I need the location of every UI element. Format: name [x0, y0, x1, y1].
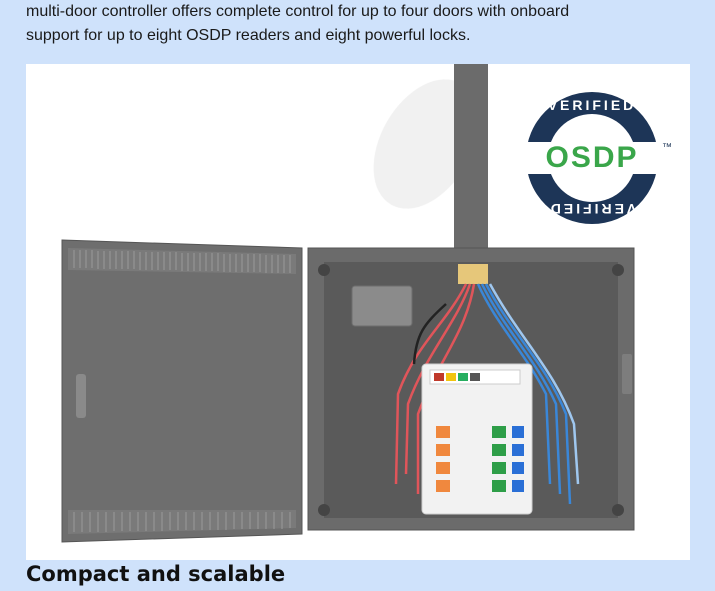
reader-terminals — [492, 426, 524, 492]
intro-line-1: multi-door controller offers complete co… — [26, 3, 570, 20]
intro-line-2: support for up to eight OSDP readers and… — [26, 27, 471, 44]
tamper-switch — [351, 285, 413, 327]
badge-top-text: VERIFIED — [548, 97, 637, 113]
mount-hole — [612, 504, 624, 516]
product-image: VERIFIED OSDP ™ VERIFIED — [26, 64, 690, 560]
badge-tm: ™ — [662, 142, 672, 153]
enclosure-door — [61, 239, 303, 543]
door-latch — [76, 374, 86, 418]
wiring — [394, 283, 580, 505]
controller-board — [421, 363, 533, 515]
enclosure-hinge — [622, 354, 632, 394]
badge-bottom-text: VERIFIED — [548, 201, 637, 217]
controller-illustration: VERIFIED OSDP ™ VERIFIED — [61, 64, 672, 543]
mount-hole — [318, 264, 330, 276]
section-heading: Compact and scalable — [26, 562, 286, 586]
intro-paragraph: multi-door controller offers complete co… — [26, 0, 696, 48]
badge-center-text: OSDP — [545, 141, 638, 174]
mount-hole — [318, 504, 330, 516]
osdp-verified-badge: VERIFIED OSDP ™ VERIFIED — [526, 92, 672, 224]
relay-terminals — [436, 426, 450, 492]
mount-hole — [612, 264, 624, 276]
conduit-pipe — [454, 64, 488, 264]
